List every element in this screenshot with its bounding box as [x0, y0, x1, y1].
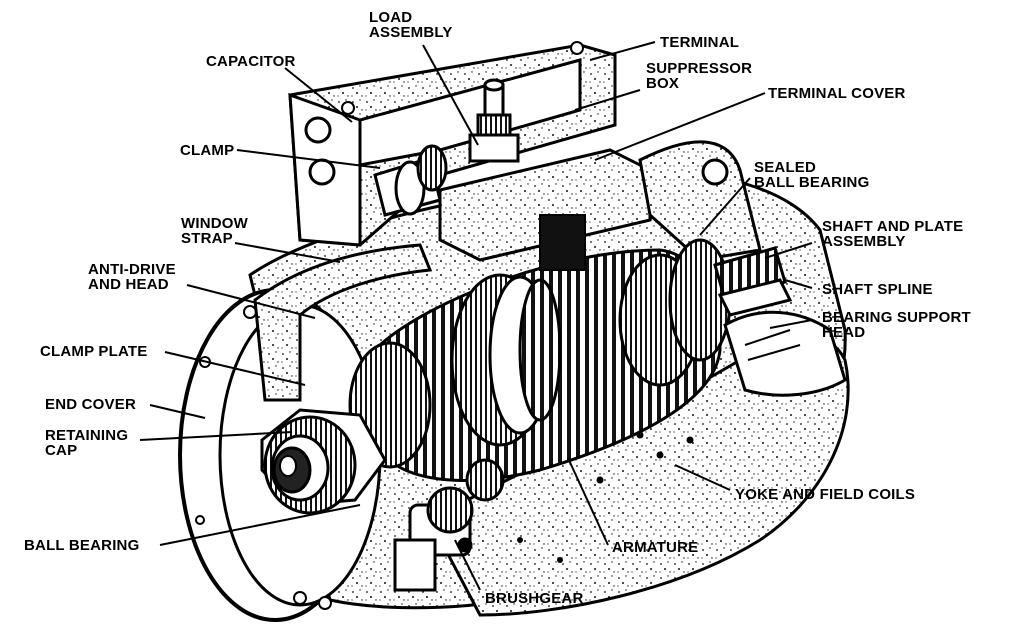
- label-sealed-ball-bearing: SEALED BALL BEARING: [754, 159, 870, 191]
- brushgear: [393, 458, 505, 592]
- label-terminal: TERMINAL: [660, 34, 740, 51]
- label-terminal-cover: TERMINAL COVER: [768, 85, 906, 102]
- label-armature: ARMATURE: [612, 539, 699, 556]
- label-brushgear: BRUSHGEAR: [485, 590, 584, 607]
- commutator: [450, 273, 562, 447]
- label-clamp-plate: CLAMP PLATE: [40, 343, 148, 360]
- label-shaft-and-plate-assembly: SHAFT AND PLATE ASSEMBLY: [822, 218, 964, 250]
- load-assembly-post: [468, 78, 520, 163]
- label-ball-bearing: BALL BEARING: [24, 537, 140, 554]
- label-shaft-spline: SHAFT SPLINE: [822, 281, 933, 298]
- bearing-support-head: [723, 310, 847, 397]
- shaft-spline: [713, 246, 793, 317]
- label-anti-drive-and-head: ANTI-DRIVE AND HEAD: [88, 261, 176, 293]
- label-end-cover: END COVER: [45, 396, 136, 413]
- label-suppressor-box: SUPPRESSOR BOX: [646, 60, 753, 92]
- label-clamp: CLAMP: [180, 142, 235, 159]
- label-capacitor: CAPACITOR: [206, 53, 296, 70]
- capacitor-cylinder: [373, 144, 448, 217]
- label-bearing-support-head: BEARING SUPPORT HEAD: [822, 309, 971, 341]
- terminal-cover-window: [539, 214, 586, 271]
- end-bearing-assembly: [260, 408, 387, 515]
- label-window-strap: WINDOW STRAP: [181, 215, 249, 247]
- label-yoke-and-field-coils: YOKE AND FIELD COILS: [735, 486, 916, 503]
- leader-lines: [139, 41, 813, 591]
- terminal-cover-block: [438, 148, 652, 262]
- label-load-assembly: LOAD ASSEMBLY: [369, 9, 453, 41]
- label-retaining-cap: RETAINING CAP: [45, 427, 129, 459]
- suppressor-box: [288, 41, 617, 247]
- anti-drive-head-frame: [253, 243, 433, 402]
